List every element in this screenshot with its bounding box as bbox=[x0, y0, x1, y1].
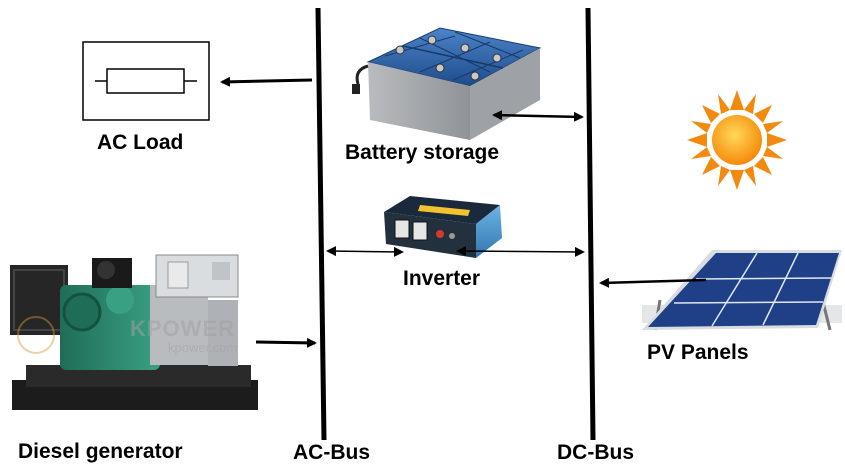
ac-load-label: AC Load bbox=[97, 131, 184, 154]
battery-icon bbox=[352, 27, 542, 140]
pv-panels-label: PV Panels bbox=[647, 341, 749, 364]
arrow-generator-to-acbus bbox=[255, 337, 317, 348]
diesel-generator-icon bbox=[10, 254, 258, 410]
watermark-brand: KPOWER bbox=[130, 316, 235, 341]
watermark-logo bbox=[17, 316, 55, 354]
arrow-acbus-inverter bbox=[326, 246, 404, 257]
arrow-acbus-to-acload bbox=[220, 76, 313, 87]
ac-bus-label: AC-Bus bbox=[293, 441, 370, 464]
arrow-battery-dcbus bbox=[492, 110, 584, 122]
dc-bus-label: DC-Bus bbox=[557, 441, 634, 464]
inverter-icon bbox=[384, 196, 502, 258]
inverter-label: Inverter bbox=[403, 267, 481, 290]
battery-storage-label: Battery storage bbox=[345, 141, 500, 164]
ac-load-icon bbox=[82, 41, 210, 121]
sun-icon bbox=[687, 90, 787, 190]
diesel-generator-label: Diesel generator bbox=[18, 440, 183, 463]
arrow-pv-to-dcbus bbox=[599, 277, 707, 288]
watermark-url: kpower.com bbox=[168, 340, 238, 355]
arrow-inverter-dcbus bbox=[456, 246, 585, 257]
ac-bus-line bbox=[315, 7, 327, 441]
dc-bus-line bbox=[585, 7, 596, 441]
pv-panel-icon bbox=[642, 250, 842, 331]
